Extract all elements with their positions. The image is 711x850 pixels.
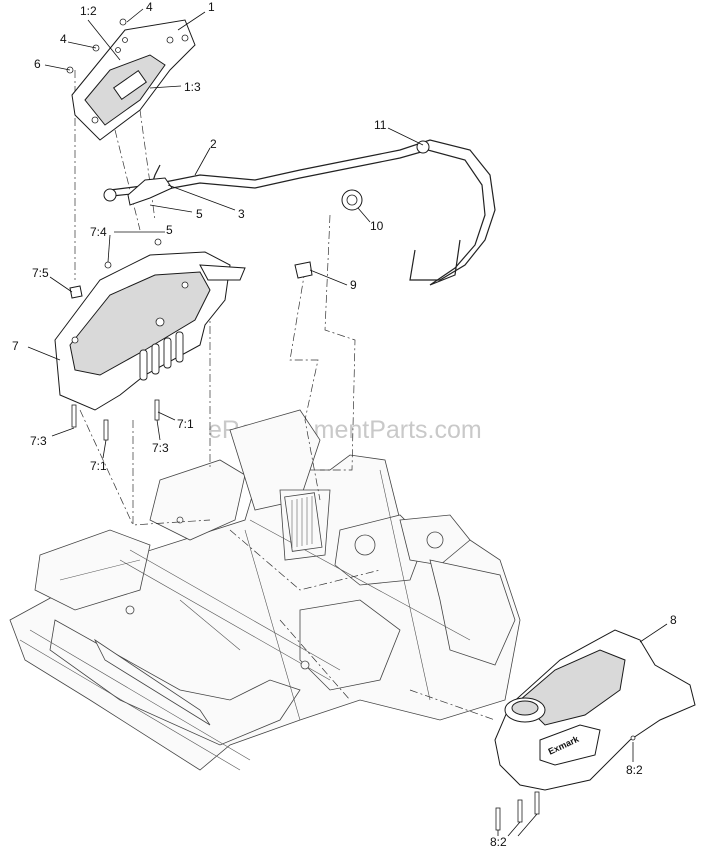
callout-2: 2 — [210, 137, 217, 151]
callout-3: 3 — [238, 207, 245, 221]
callout-7-1-left: 7:1 — [90, 459, 107, 473]
callout-5-upper: 5 — [196, 207, 203, 221]
callout-1: 1 — [208, 0, 215, 14]
callout-8: 8 — [670, 613, 677, 627]
callout-10: 10 — [370, 219, 384, 233]
callout-1-2: 1:2 — [80, 4, 97, 18]
callout-4-top: 4 — [146, 0, 153, 14]
callout-6: 6 — [34, 57, 41, 71]
console-plate — [71, 19, 196, 141]
seat-pan — [54, 251, 246, 411]
cable-assembly — [103, 139, 496, 286]
callout-7: 7 — [12, 339, 19, 353]
callout-7-1-right: 7:1 — [177, 417, 194, 431]
callout-8-2-right: 8:2 — [626, 763, 643, 777]
callout-8-2-bottom: 8:2 — [490, 835, 507, 849]
cup-console: Exmark — [494, 629, 696, 791]
callout-labels: 1 4 1:2 4 6 1:3 11 2 3 5 10 7:4 5 7:5 9 … — [12, 0, 677, 849]
hardware-fasteners — [66, 18, 540, 831]
callout-4: 4 — [60, 32, 67, 46]
callout-7-3-center: 7:3 — [152, 441, 169, 455]
callout-1-3: 1:3 — [184, 80, 201, 94]
callout-7-3-left: 7:3 — [30, 434, 47, 448]
callout-11: 11 — [374, 118, 387, 132]
callout-9: 9 — [350, 278, 357, 292]
callout-7-5: 7:5 — [32, 266, 49, 280]
callout-5-lower: 5 — [166, 223, 173, 237]
leader-lines — [27, 8, 668, 837]
callout-7-4: 7:4 — [90, 225, 107, 239]
mower-frame — [9, 409, 521, 771]
